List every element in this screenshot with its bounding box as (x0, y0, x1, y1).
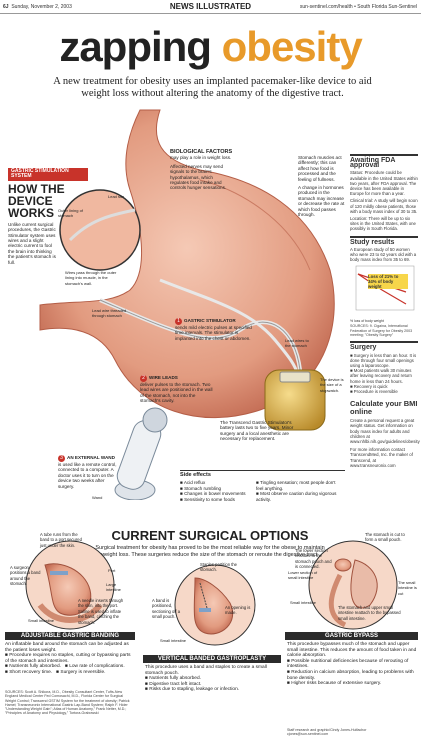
banding-a1: A tube runs from the band to a port secu… (40, 532, 82, 548)
bypass-lower: Lower section of small intestine (288, 570, 318, 581)
surgery-title: Surgery (350, 341, 418, 351)
bio-p2: Stomach muscles act differently; this ca… (298, 155, 342, 182)
fda-status: Status: Procedure could be available in … (350, 170, 418, 197)
vbg-small: Small intestine (160, 638, 187, 643)
surgery-item: ■ Recovery is quick (350, 383, 388, 389)
vbg-desc: This procedure uses a band and staples t… (145, 665, 267, 693)
banding-desc: An inflatable band around the stomach ca… (5, 642, 131, 675)
study-source: SOURCES: 9. Cigaina, International Feder… (350, 324, 413, 338)
section-name: NEWS ILLUSTRATED (169, 2, 252, 11)
top-bar: 6J Sunday, November 2, 2003 NEWS ILLUSTR… (0, 0, 421, 14)
banding-bar: ADJUSTABLE GASTRIC BANDING (5, 632, 135, 640)
banding-small: Small intestine (28, 618, 55, 623)
lead-site-inset (59, 189, 141, 271)
kicker: GASTRIC STIMULATION SYSTEM (8, 168, 88, 181)
side-effect-item: ■ Sensitivity to some foods (180, 496, 235, 502)
site-url: sun-sentinel.com/health • South Florida … (299, 4, 417, 10)
lead-wire-2 (159, 278, 300, 376)
dek: A new treatment for obesity uses an impl… (53, 76, 372, 99)
bypass-bar: GASTRIC BYPASS (285, 632, 418, 640)
study-chart (355, 266, 415, 311)
sources: SOURCES: Scott A. Shikora, M.D., Obesity… (5, 690, 130, 716)
bypass-a2: The lower section reroutes to the stomac… (295, 548, 332, 570)
bypass-desc: This procedure bypasses much of the stom… (287, 642, 417, 687)
options-title: CURRENT SURGICAL OPTIONS (111, 528, 309, 543)
study-title: Study results (350, 235, 418, 246)
vbg-a2: A band is positioned, sectioning off a s… (152, 598, 181, 620)
device-size-label: The device is the size of a stopwatch. (320, 377, 344, 393)
bio-factors: BIOLOGICAL FACTORS may play a role in we… (170, 149, 245, 191)
vbg-a3: An opening is made. (225, 605, 251, 616)
bio-p1: Affected nerves may send signals to the … (170, 163, 227, 191)
surgery-item: ■ Procedure is reversible (350, 388, 398, 394)
fda-trial: Clinical trial: A study will begin soon … (350, 198, 418, 214)
bio-p3: A change in hormones produced in the sto… (298, 185, 345, 218)
battery-text: The Transcend Gastric Stimulator's batte… (220, 420, 294, 442)
banding-a3: A needle inserts through the skin, into … (78, 598, 124, 625)
how-body: Unlike current surgical procedures, the … (8, 221, 56, 265)
surgery-item: ■ Most patients walk 30 minutes after le… (350, 368, 412, 384)
lead-threaded-label: Lead wire threaded through stomach (92, 308, 127, 319)
study-body: A European study of 50 women who were 23… (350, 246, 417, 263)
bio-side: Stomach muscles act differently; this ca… (298, 155, 346, 217)
wires-pass-label: Wires pass through the outer lining into… (65, 270, 117, 286)
side-effect-item: ■ Stomach rumbling (180, 485, 222, 491)
side-effect-item: ■ Changes in bowel movements (180, 491, 246, 497)
bio-line: may play a role in weight loss. (170, 155, 232, 161)
vbg-bar: VERTICAL BANDED GASTROPLASTY (143, 655, 281, 663)
external-wand (114, 407, 168, 500)
banding-a2: A surgeon positions a band around the st… (10, 565, 41, 587)
bypass-a3: The stomach and upper small intestine re… (338, 605, 401, 621)
headline: zapping obesity (59, 23, 362, 70)
right-sidebar: Awaiting FDA approval Status: Procedure … (350, 150, 420, 468)
bmi-title: Calculate your BMI online (350, 399, 418, 417)
study-ylabel: % loss of body weight (350, 319, 384, 324)
bio-title: BIOLOGICAL FACTORS (170, 149, 233, 155)
bypass-small2: The small intestine is cut (398, 580, 417, 596)
bmi-body[interactable]: Create a personal request a great weight… (350, 418, 420, 444)
stomach-illustration (39, 109, 335, 500)
how-it-works-panel: GASTRIC STIMULATION SYSTEM HOW THE DEVIC… (8, 168, 88, 265)
banding-illustration (25, 540, 115, 630)
bypass-small: Small intestine (290, 600, 317, 605)
banding-port: Port (108, 568, 116, 573)
bypass-illustration (308, 540, 398, 630)
vbg-illustration (174, 564, 256, 646)
side-effects: Side effects ■ Acid reflux ■ Stomach rum… (180, 470, 345, 502)
bypass-a1: The stomach is cut to form a small pouch… (365, 532, 405, 543)
side-effect-item: ■ Most observe caution during vigorous a… (256, 491, 337, 502)
study-callout: Loss of 21% to 34% of body weight (368, 273, 408, 290)
page-date: 6J Sunday, November 2, 2003 (3, 4, 72, 10)
bmi-more: For more information contact TranscendMe… (350, 447, 413, 468)
side-effect-item: ■ Tingling sensation; most people don't … (256, 480, 336, 491)
banding-large: Large intestine (106, 582, 121, 593)
options-body: Surgical treatment for obesity has prove… (95, 545, 325, 558)
staff-credit: Staff research and graphic/Cindy Jones-H… (287, 728, 367, 737)
outer-lining-label: Outer lining of stomach (58, 208, 83, 219)
fda-title: Awaiting FDA approval (350, 154, 418, 169)
lead-site-label: Lead site (108, 194, 125, 199)
gastric-stimulator (264, 369, 326, 431)
vbg-a1: Staples partition the stomach. (200, 562, 238, 573)
surgery-item: ■ Surgery is less than an hour. It is do… (350, 352, 417, 368)
side-effect-item: ■ Acid reflux (180, 480, 206, 486)
fda-location: Location: There will be up to six sites … (350, 216, 416, 232)
how-title: HOW THE DEVICE WORKS (8, 181, 65, 220)
wand-label: Wand (92, 495, 103, 500)
lead-wires-label: Lead wires to the stomach (285, 338, 309, 349)
